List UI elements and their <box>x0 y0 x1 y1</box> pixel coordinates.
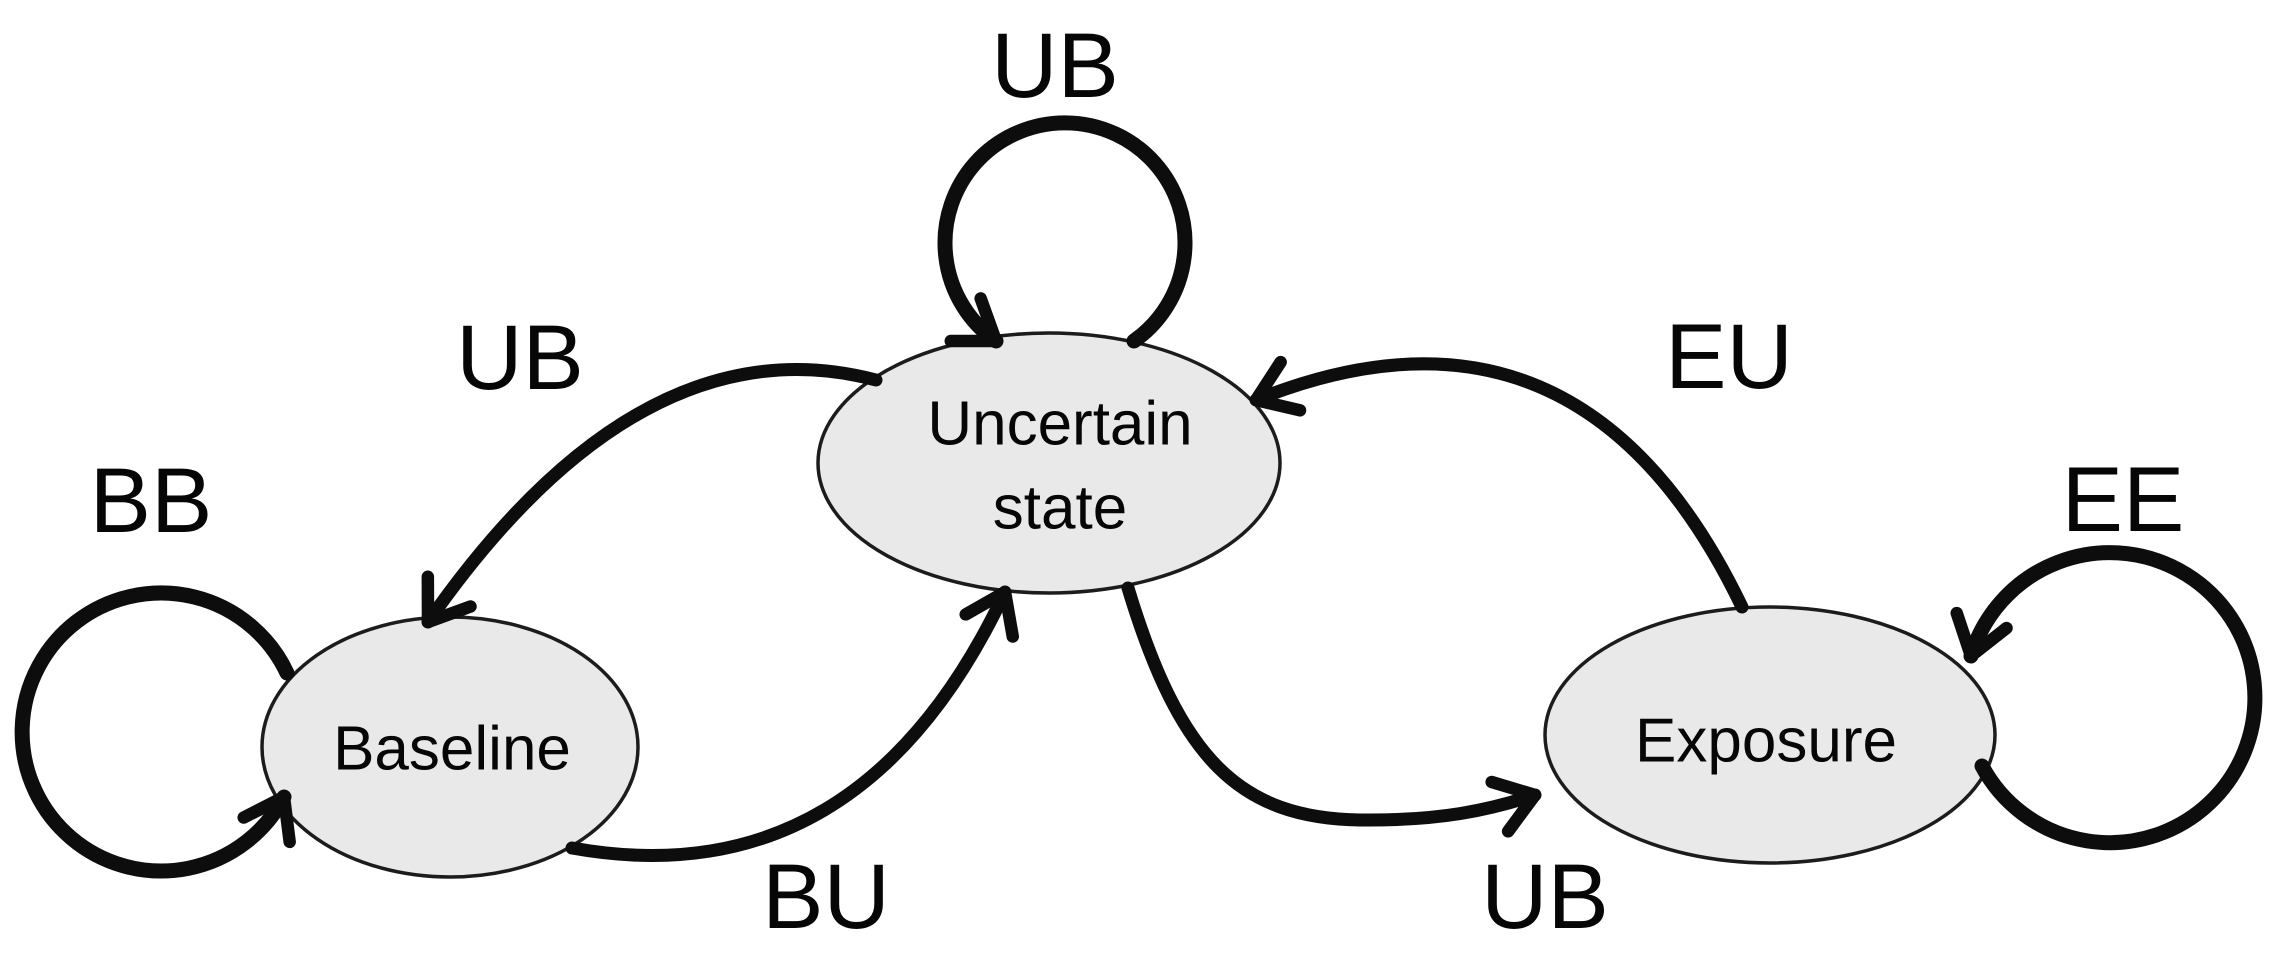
self-loop-exposure-arrow <box>1950 545 2263 851</box>
uncertain-state-label-line2: state <box>993 474 1127 543</box>
edge-uncertain-to-exposure-arrow <box>1121 581 1542 838</box>
self-loop-uncertain-arrow <box>937 115 1193 349</box>
edge-label-ub-left: UB <box>456 307 584 409</box>
edge-label-ee: EE <box>2062 449 2185 551</box>
nodes <box>260 331 1997 879</box>
edge-label-eu: EU <box>1665 306 1793 408</box>
exposure-node <box>1543 605 1997 865</box>
edge-uncertain-to-baseline-arrow <box>421 363 883 629</box>
uncertain-state-label-line1: Uncertain <box>927 390 1192 459</box>
edge-labels: UB UB BB BU UB EU EE <box>90 15 2185 948</box>
edge-exposure-to-uncertain-arrow <box>1249 355 1749 614</box>
edge-label-ub-bottom: UB <box>1481 846 1609 948</box>
edge-label-bu: BU <box>762 846 890 948</box>
node-labels: Uncertain state Baseline Exposure <box>333 390 1897 784</box>
edges <box>14 115 2263 879</box>
edge-baseline-to-uncertain-arrow <box>565 585 1019 862</box>
edge-label-ub-top: UB <box>991 15 1119 117</box>
uncertain-state-node <box>816 331 1282 595</box>
exposure-label: Exposure <box>1635 707 1897 776</box>
baseline-label: Baseline <box>333 715 571 784</box>
self-loop-baseline-arrow <box>14 585 296 879</box>
edge-label-bb: BB <box>90 450 213 552</box>
